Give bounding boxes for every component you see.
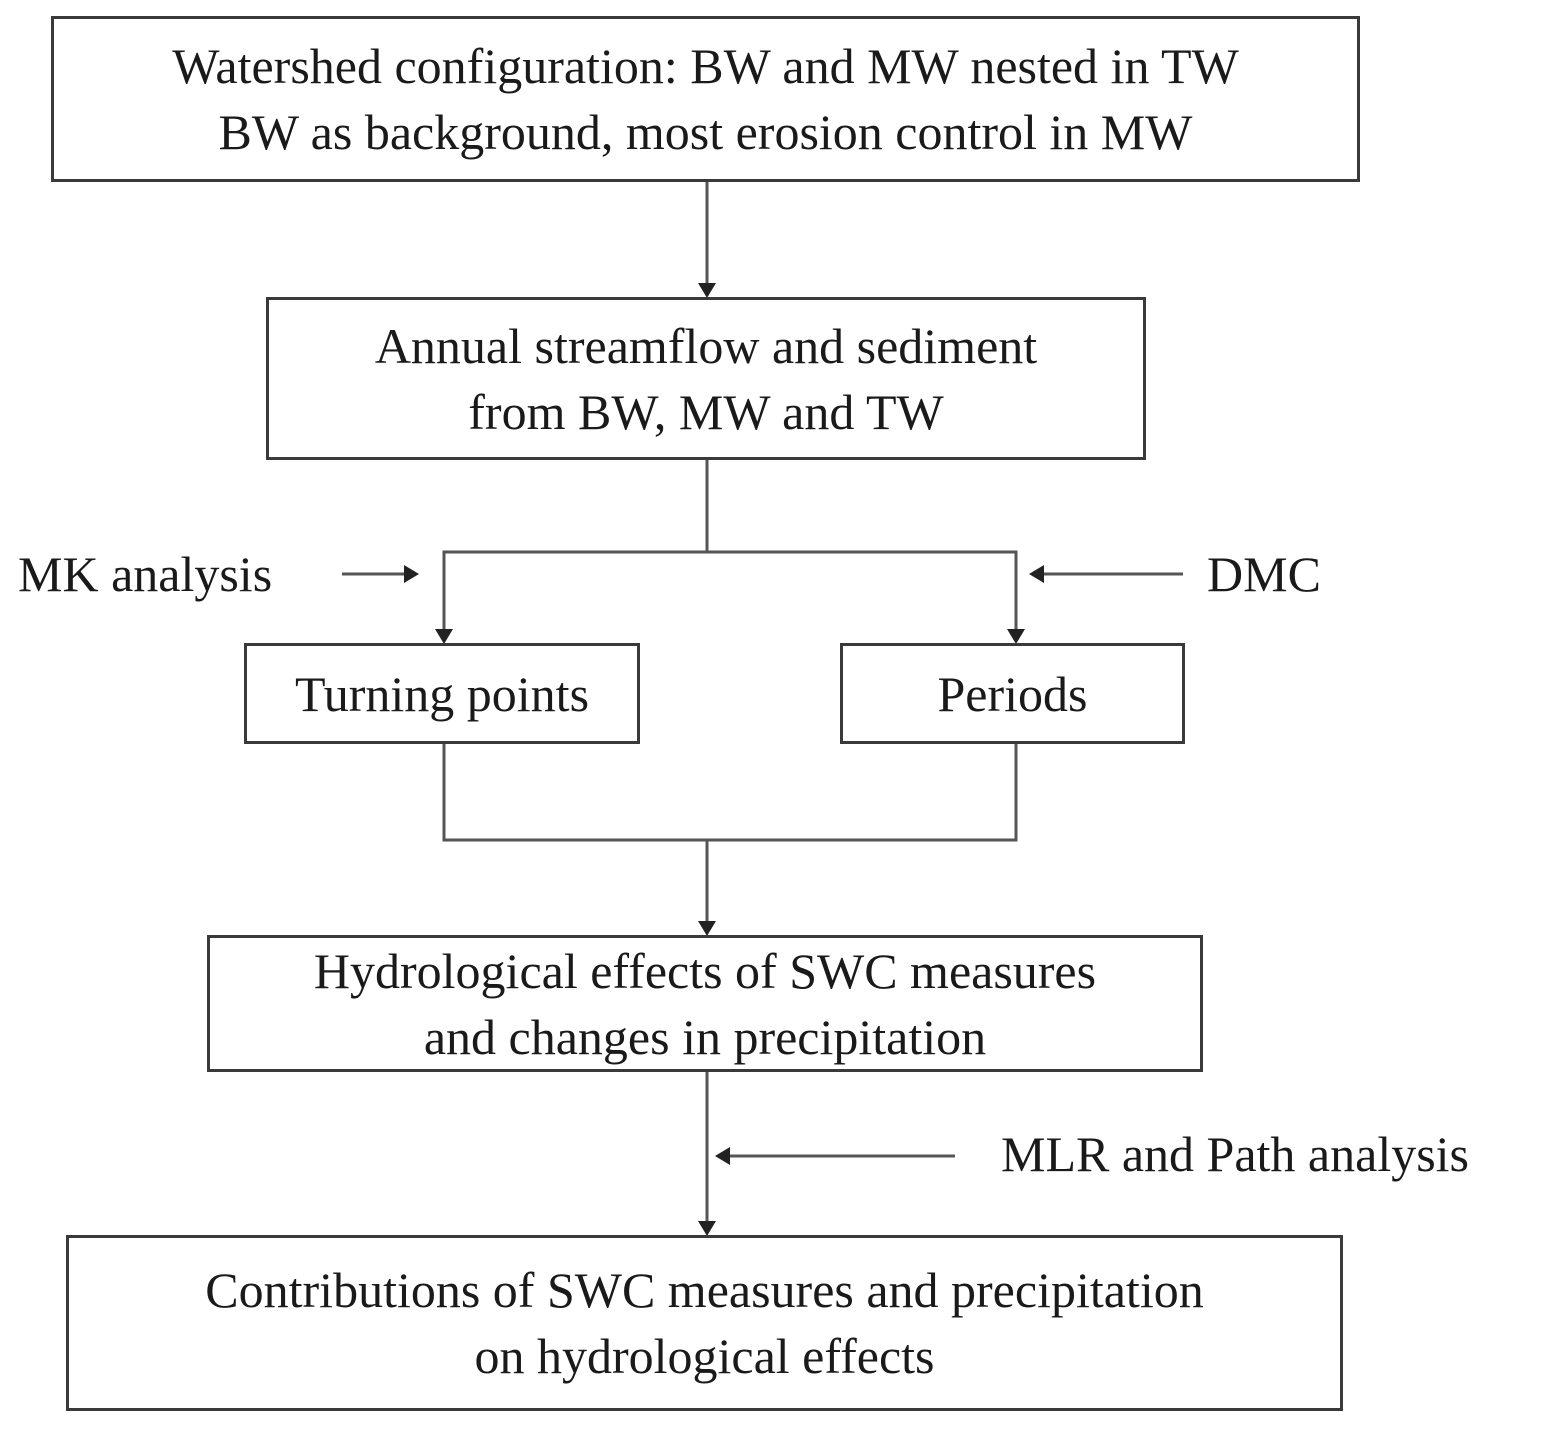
arrowhead-periods <box>1007 629 1025 644</box>
hydro-line-1: Hydrological effects of SWC measures <box>313 942 1097 999</box>
line-merge <box>442 744 1018 842</box>
annual-line-1: Annual streamflow and sediment <box>374 317 1038 374</box>
annual-line-2: from BW, MW and TW <box>468 383 944 440</box>
contributions-box: Contributions of SWC measures and precip… <box>66 1235 1343 1411</box>
watershed-line-1: Watershed configuration: BW and MW neste… <box>172 38 1239 94</box>
arrowhead-hydro <box>698 921 716 936</box>
turning-points-box: Turning points <box>244 643 640 744</box>
turning-points-text: Turning points <box>294 665 590 722</box>
watershed-line-2: BW as background, most erosion control i… <box>218 104 1193 160</box>
periods-box: Periods <box>840 643 1185 744</box>
arrowhead-contrib <box>698 1221 716 1236</box>
arrowhead-turning <box>435 629 453 644</box>
arrowhead-annual <box>698 283 716 298</box>
hydro-line-2: and changes in precipitation <box>423 1008 987 1065</box>
arrowhead-dmc <box>1029 565 1044 583</box>
annual-streamflow-box: Annual streamflow and sediment from BW, … <box>266 297 1146 460</box>
contrib-line-2: on hydrological effects <box>474 1328 935 1384</box>
mlr-path-analysis-label: MLR and Path analysis <box>1001 1126 1470 1182</box>
contrib-line-1: Contributions of SWC measures and precip… <box>205 1262 1204 1318</box>
line-split-horizontal <box>442 550 1018 630</box>
hydrological-effects-box: Hydrological effects of SWC measures and… <box>207 935 1203 1072</box>
periods-text: Periods <box>937 665 1088 722</box>
dmc-label: DMC <box>1207 546 1321 602</box>
mk-analysis-label: MK analysis <box>18 546 273 602</box>
arrowhead-mlr <box>715 1147 730 1165</box>
arrowhead-mk <box>404 565 419 583</box>
watershed-configuration-box: Watershed configuration: BW and MW neste… <box>51 16 1360 182</box>
